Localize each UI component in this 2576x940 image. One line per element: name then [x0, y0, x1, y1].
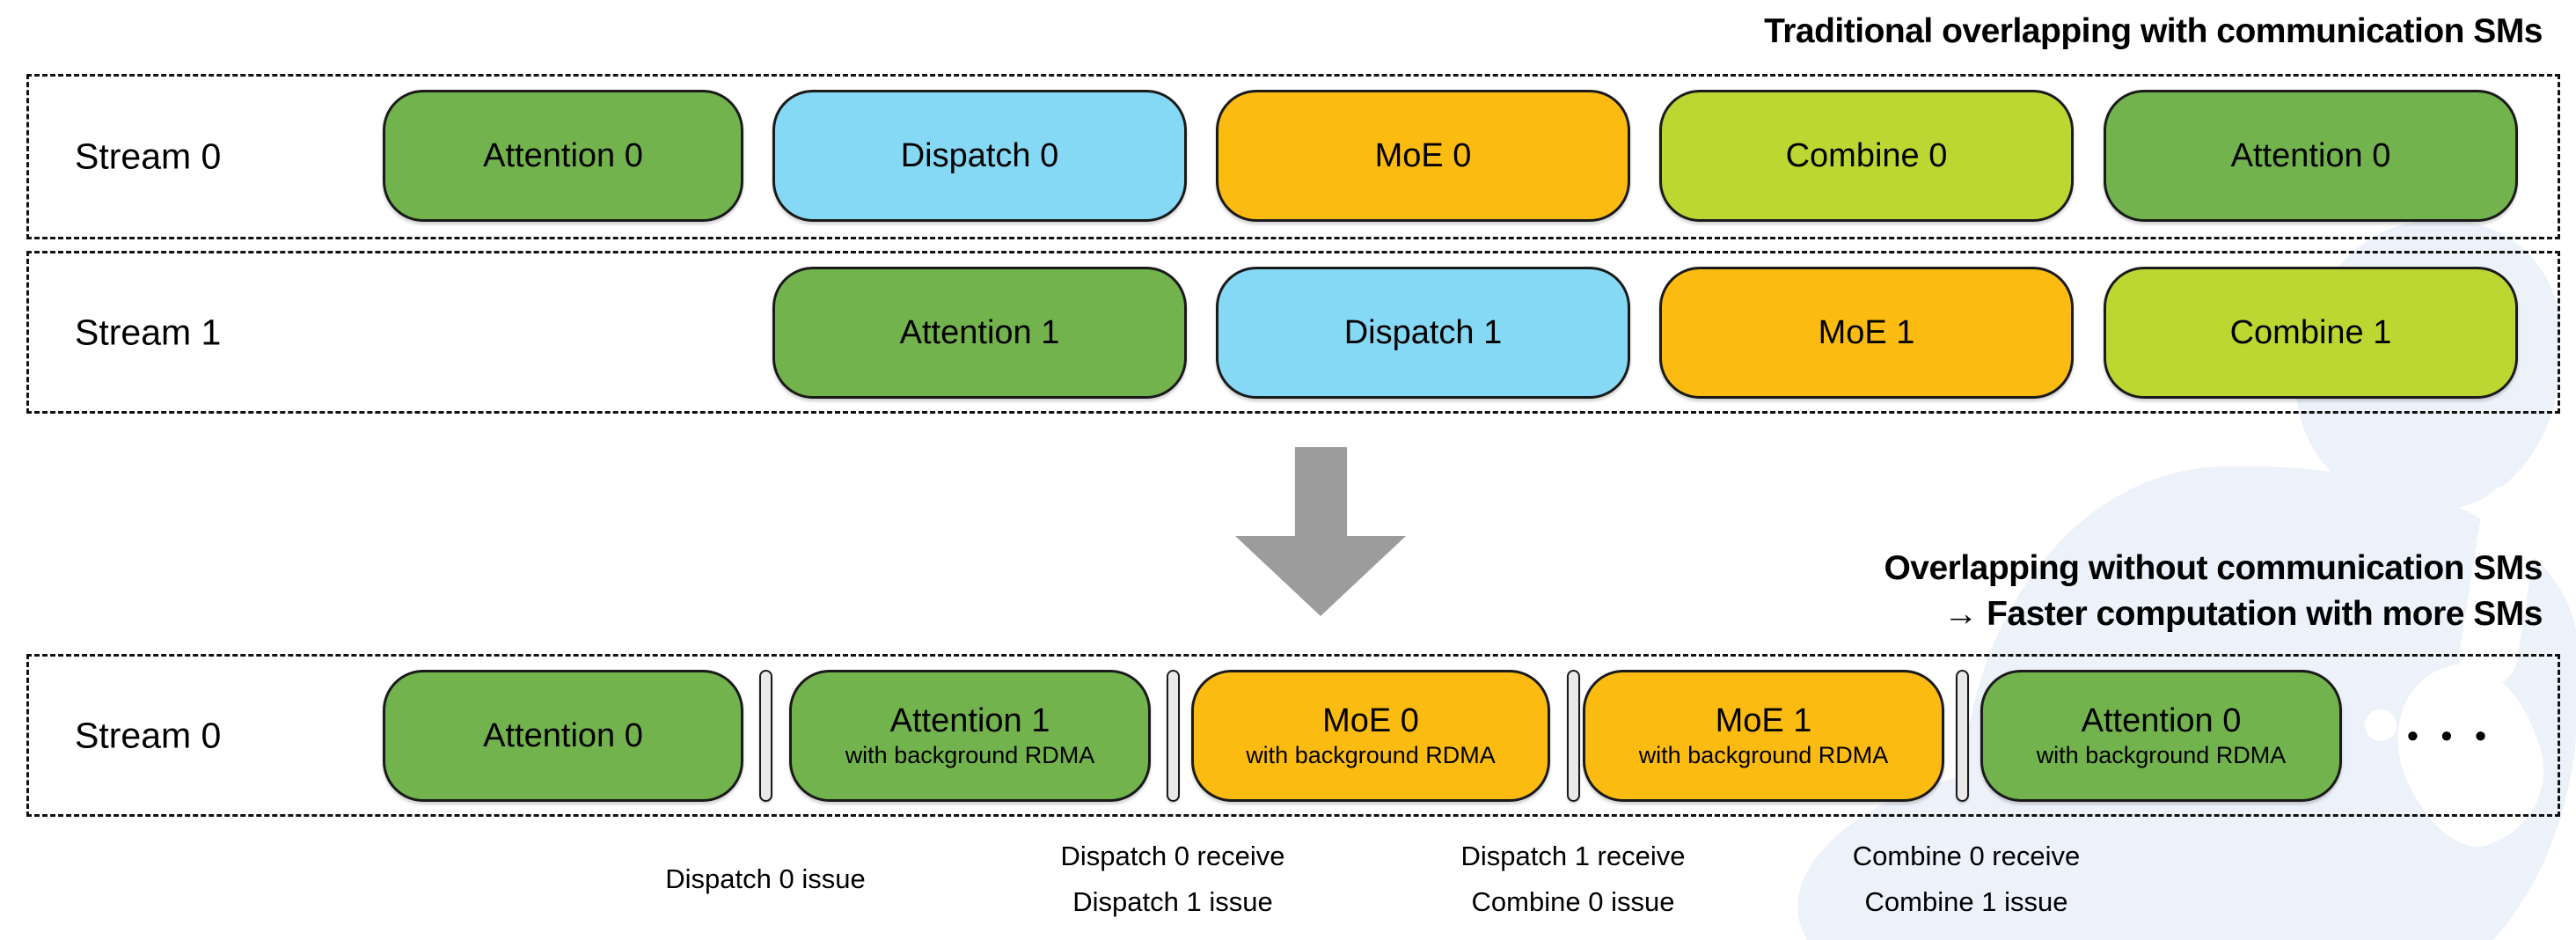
block-moe-0: MoE 0 [1216, 90, 1630, 222]
block-dispatch-1: Dispatch 1 [1216, 267, 1630, 399]
annotation-dispatch1-receive-combine0-issue: Dispatch 1 receive Combine 0 issue [1460, 841, 1686, 917]
block-attention-1-rdma: Attention 1 with background RDMA [789, 670, 1151, 802]
watermark-highlight [2365, 709, 2397, 741]
block-attention-0-next: Attention 0 [2104, 90, 2518, 222]
overlap-title-line2: → Faster computation with more SMs [1943, 595, 2543, 633]
block-attention-0: Attention 0 [383, 90, 743, 222]
stream0-label: Stream 0 [75, 136, 222, 177]
block-moe-1-rdma: MoE 1 with background RDMA [1583, 670, 1944, 802]
stream1-label: Stream 1 [75, 312, 222, 352]
annotation-dispatch0-issue: Dispatch 0 issue [665, 863, 866, 894]
block-combine-1: Combine 1 [2104, 267, 2518, 399]
block-dispatch-0: Dispatch 0 [772, 90, 1187, 222]
block-combine-0: Combine 0 [1659, 90, 2074, 222]
block-attention-0-rdma: Attention 0 with background RDMA [1980, 670, 2342, 802]
block-attention-0-fused: Attention 0 [383, 670, 743, 802]
stream-switch-divider [1567, 670, 1580, 802]
down-arrow-icon [1235, 447, 1406, 616]
panel-fused-stream0: Stream 0 Attention 0 Attention 1 with ba… [26, 654, 2560, 817]
stream-switch-divider [759, 670, 772, 802]
block-moe-0-rdma: MoE 0 with background RDMA [1191, 670, 1550, 802]
panel-traditional-stream0: Stream 0 Attention 0 Dispatch 0 MoE 0 Co… [26, 74, 2560, 239]
fused-stream0-label: Stream 0 [75, 715, 222, 755]
block-moe-1: MoE 1 [1659, 267, 2074, 399]
annotation-dispatch0-receive-dispatch1-issue: Dispatch 0 receive Dispatch 1 issue [1060, 841, 1285, 917]
block-attention-1: Attention 1 [772, 267, 1187, 399]
traditional-overlap-title: Traditional overlapping with communicati… [1764, 12, 2543, 50]
continuation-ellipsis: • • • [2407, 717, 2493, 753]
stream-switch-divider [1167, 670, 1180, 802]
annotation-combine0-receive-combine1-issue: Combine 0 receive Combine 1 issue [1852, 841, 2081, 917]
panel-traditional-stream1: Stream 1 Attention 1 Dispatch 1 MoE 1 Co… [26, 251, 2560, 414]
overlap-title-line1: Overlapping without communication SMs [1884, 549, 2543, 587]
stream-switch-divider [1956, 670, 1969, 802]
overlap-without-sms-title: Overlapping without communication SMs → … [1884, 546, 2543, 637]
